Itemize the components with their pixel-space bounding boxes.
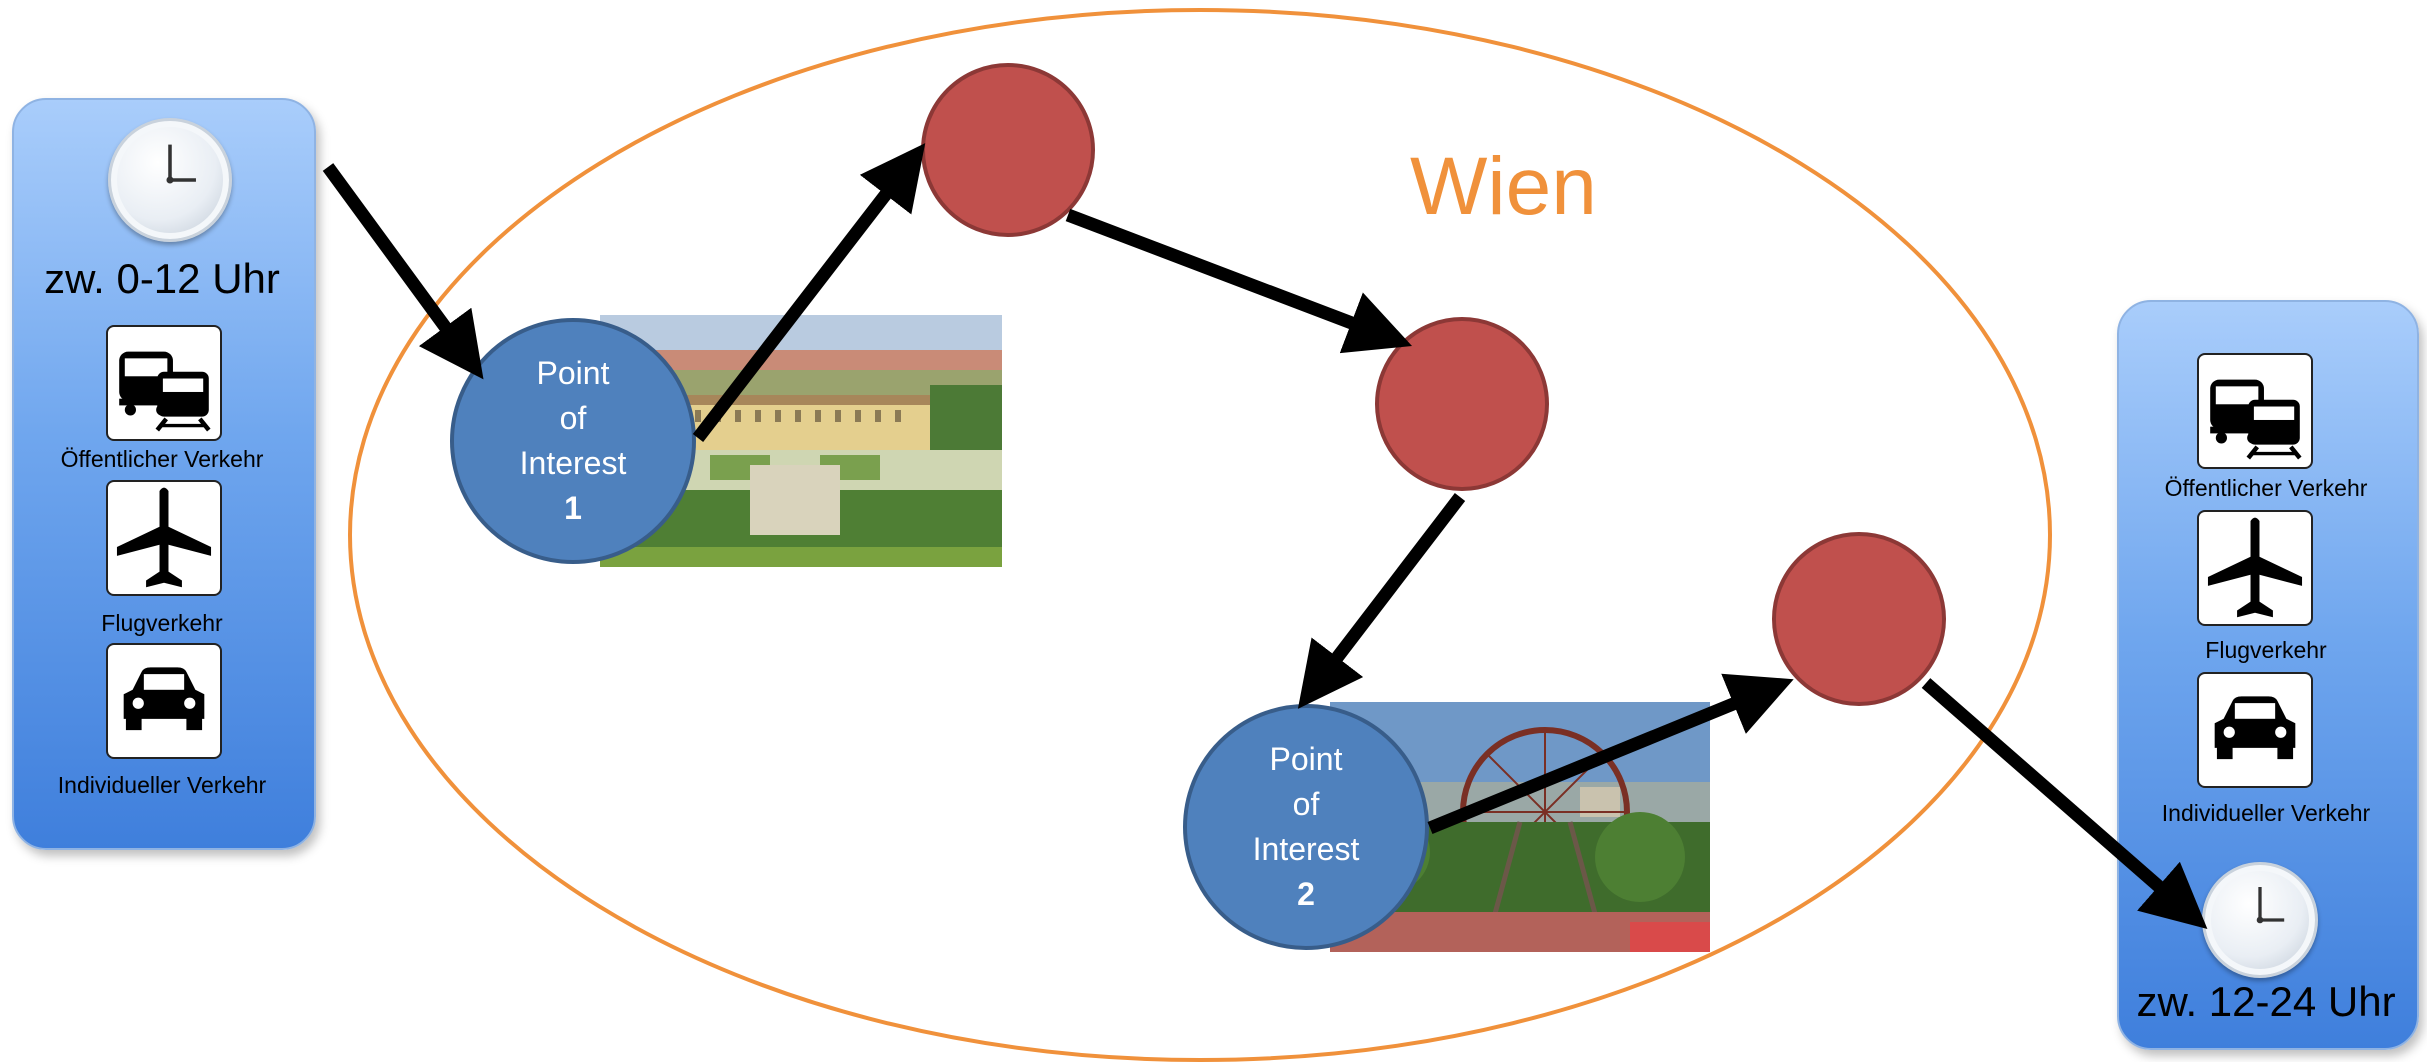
poi-label-line1: Point [1269,741,1343,777]
poi-label-line1: Point [536,355,610,391]
poi-label-line3: Interest [1252,831,1360,867]
car-icon [2197,672,2313,788]
clock-icon [108,118,232,242]
stop-node-2 [1375,317,1549,491]
bus-train-icon [106,325,222,441]
poi-label-line2: of [559,400,587,436]
bus-train-icon [2197,353,2313,469]
airplane-icon [106,480,222,596]
stop-node-1 [921,63,1095,237]
clock-icon [2202,862,2318,978]
city-label: Wien [1410,141,1597,232]
mode-label-individual: Individueller Verkehr [57,772,267,798]
end-time-label: zw. 12-24 Uhr [2136,978,2396,1025]
poi-2-node: Point of Interest 2 [1183,704,1429,950]
poi-1-node: Point of Interest 1 [450,318,696,564]
stop-node-3 [1772,532,1946,706]
start-time-label: zw. 0-12 Uhr [44,255,280,302]
mode-label-public: Öffentlicher Verkehr [60,446,264,472]
car-icon [106,643,222,759]
poi-number: 2 [1297,876,1315,912]
poi-label-line2: of [1292,786,1320,822]
mode-label-air: Flugverkehr [101,610,223,636]
poi-number: 1 [564,490,582,526]
poi-label-line3: Interest [519,445,627,481]
mode-label-individual: Individueller Verkehr [2161,800,2371,826]
mode-label-public: Öffentlicher Verkehr [2164,475,2368,501]
mode-label-air: Flugverkehr [2205,637,2327,663]
airplane-icon [2197,510,2313,626]
